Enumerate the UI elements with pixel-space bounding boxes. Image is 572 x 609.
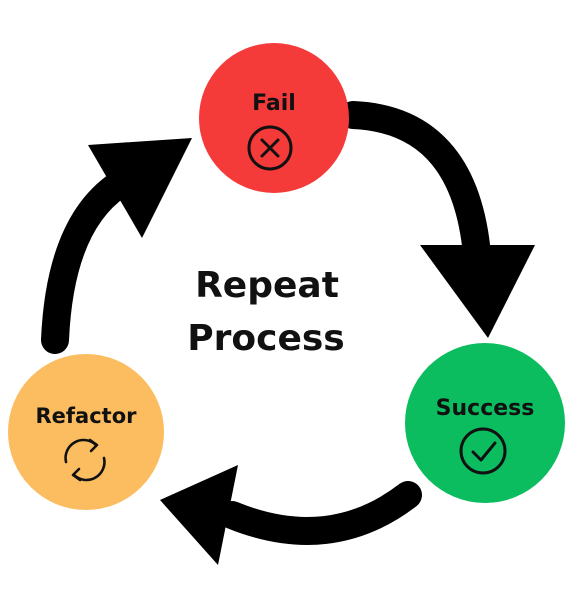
node-refactor-label: Refactor xyxy=(36,404,138,428)
arrow-fail-to-success xyxy=(339,101,535,338)
node-fail-label: Fail xyxy=(252,91,296,116)
node-fail: Fail xyxy=(199,43,349,193)
node-success-circle xyxy=(405,343,565,503)
arrow-fail-to-success-head xyxy=(420,245,535,338)
arrow-refactor-to-fail-head xyxy=(88,138,192,238)
arrow-success-to-refactor xyxy=(160,465,422,565)
node-fail-circle xyxy=(199,43,349,193)
node-refactor: Refactor xyxy=(8,354,164,510)
arrow-refactor-to-fail xyxy=(41,138,192,354)
refresh-icon xyxy=(64,438,106,482)
arrow-fail-to-success-shaft xyxy=(339,101,492,282)
node-success: Success xyxy=(405,343,565,503)
center-title-line-1: Repeat xyxy=(195,265,339,306)
check-circle-icon xyxy=(459,427,507,475)
center-title-line-2: Process xyxy=(187,318,344,359)
arrow-refactor-to-fail-shaft xyxy=(41,171,132,354)
x-circle-icon xyxy=(247,125,293,171)
arrow-success-to-refactor-shaft xyxy=(218,481,422,545)
node-success-label: Success xyxy=(436,396,535,421)
node-refactor-circle xyxy=(8,354,164,510)
arrow-success-to-refactor-head xyxy=(160,465,238,565)
